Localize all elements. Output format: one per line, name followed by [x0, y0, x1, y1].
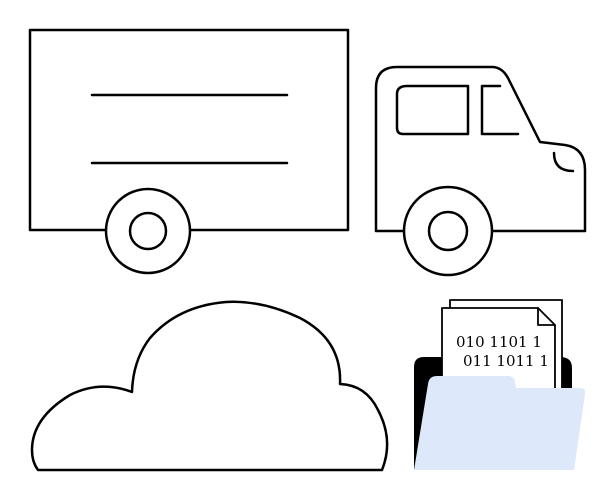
- page-fold: [537, 307, 556, 326]
- folder-front: [414, 376, 586, 470]
- truck: [28, 28, 587, 277]
- front-wheel: [402, 185, 494, 277]
- cab-window: [395, 84, 470, 136]
- binary-line-1: 010 1101 1: [456, 333, 542, 351]
- rear-wheel: [104, 187, 192, 275]
- truck-trailer: [28, 28, 350, 232]
- headlight: [552, 151, 575, 173]
- truck-cab: [374, 65, 587, 233]
- cab-door-window: [480, 84, 520, 136]
- binary-line-2: 011 1011 1: [463, 352, 549, 370]
- folder-with-document: 010 1101 1 011 1011 1: [414, 299, 586, 470]
- cloud: [30, 300, 389, 472]
